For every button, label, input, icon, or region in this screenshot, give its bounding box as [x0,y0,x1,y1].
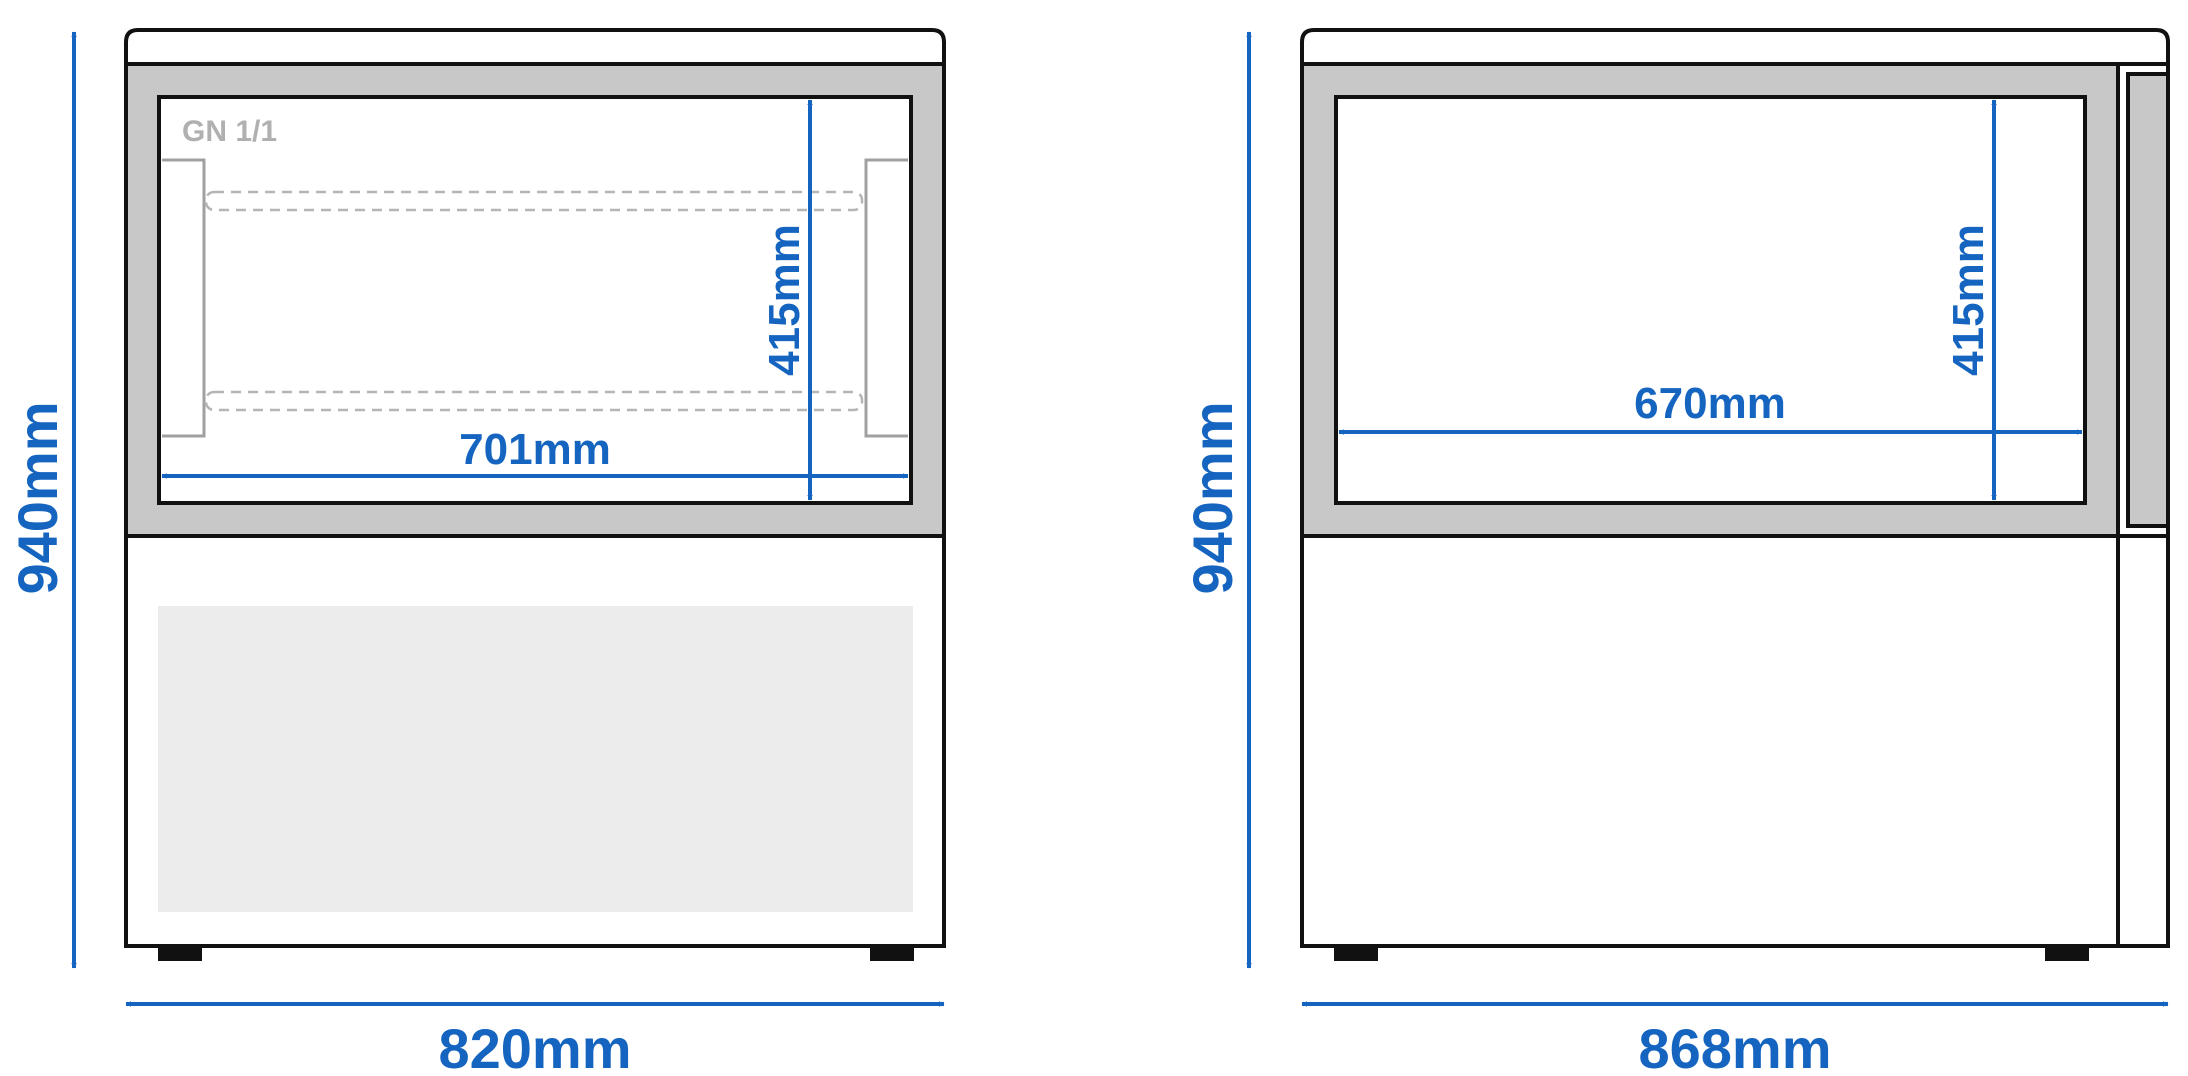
front-right-foot [870,946,914,961]
front-height-label: 940mm [6,401,69,594]
side-rear-column-lower [2116,534,2170,948]
front-inner-height-label: 415mm [760,224,809,376]
side-view: 940mm 868mm 670mm 415mm [1181,28,2170,1076]
side-right-foot [2045,946,2089,961]
side-display-window [1334,95,2087,505]
front-left-rail-bracket [162,158,206,438]
front-left-foot [158,946,202,961]
side-height-label: 940mm [1181,401,1244,594]
front-inner-width-label: 701mm [459,425,611,474]
side-width-label: 868mm [1638,1017,1831,1076]
front-display-window [157,95,913,505]
side-top-lid [1300,28,2170,66]
side-inner-width-label: 670mm [1634,379,1786,428]
front-top-lid [124,28,946,66]
side-base-cabinet [1300,534,2120,948]
gn-label: GN 1/1 [182,115,277,148]
side-rear-column-panel [2126,72,2170,528]
side-inner-height-label: 415mm [1944,224,1993,376]
front-gn-tray-upper [204,190,864,212]
front-right-rail-bracket [864,158,908,438]
front-gn-tray-lower [204,390,864,412]
front-base-panel [158,606,913,912]
side-left-foot [1334,946,1378,961]
front-width-label: 820mm [438,1017,631,1076]
front-view: GN 1/1 940mm 820mm 701mm 415mm [6,28,946,1076]
